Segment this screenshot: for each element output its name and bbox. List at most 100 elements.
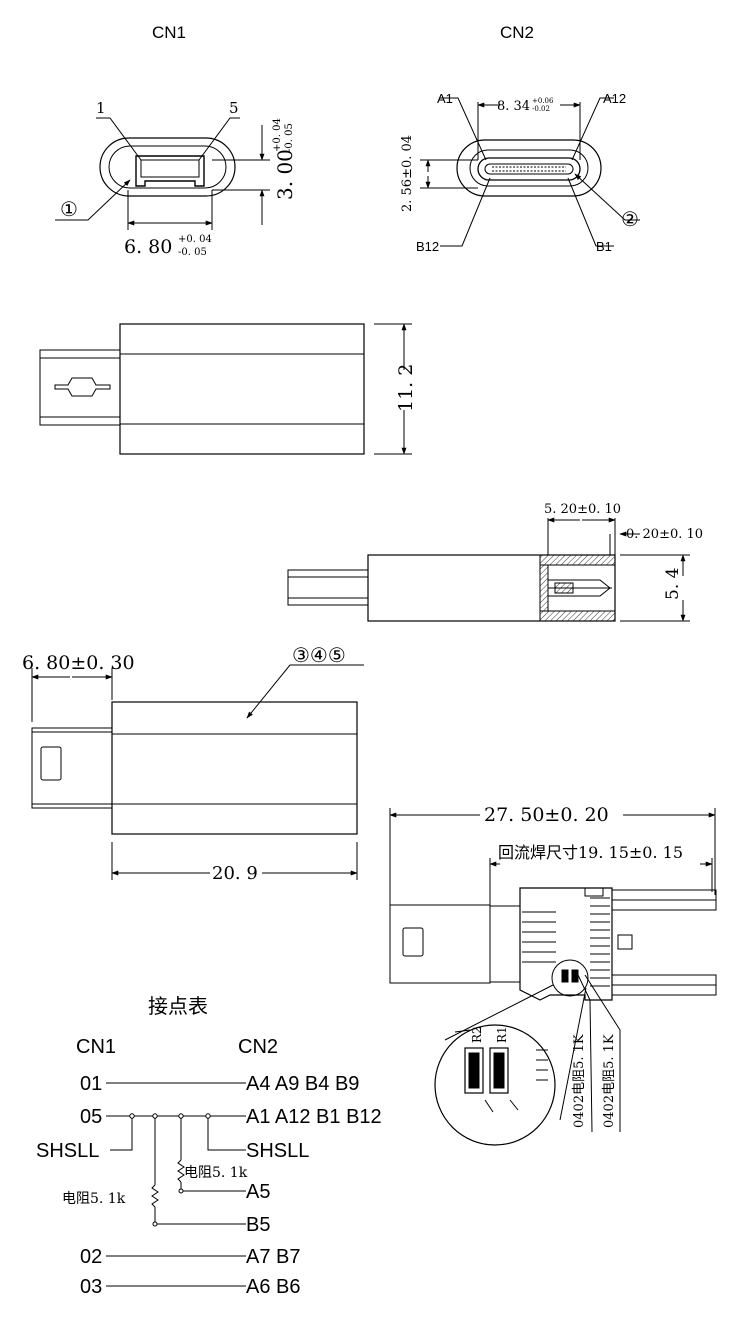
cn2-a1-leader bbox=[440, 97, 487, 161]
cn2-view-title: CN2 bbox=[500, 23, 534, 42]
pcb-r2-body bbox=[468, 1052, 480, 1089]
node-shell-right bbox=[205, 1113, 211, 1119]
pcb-reflow-size-value: 回流焊尺寸19. 15±0. 15 bbox=[498, 843, 683, 862]
cn2-callout-2: ② bbox=[621, 207, 639, 231]
pcb-res-leader-2 bbox=[584, 974, 621, 1132]
pcb-r1-body bbox=[493, 1052, 505, 1089]
cn1-tongue bbox=[140, 159, 200, 178]
row-02-left: 02 bbox=[80, 1246, 102, 1268]
top-callout-leader bbox=[246, 664, 364, 719]
node-b5 bbox=[152, 1113, 158, 1119]
cn1-view-title: CN1 bbox=[152, 23, 186, 42]
cn2-b12-label: B12 bbox=[416, 239, 439, 254]
a5-pin-label: A5 bbox=[246, 1181, 270, 1203]
cn1-outer-shell bbox=[99, 137, 236, 197]
cn1-pin5-leader bbox=[198, 117, 240, 161]
pcb-detail-link-right bbox=[559, 987, 587, 1121]
cn2-b12-leader bbox=[440, 177, 491, 247]
side-height-value: 11. 2 bbox=[395, 364, 417, 412]
cn1-pin5-label: 5 bbox=[229, 99, 239, 117]
cn2-a12-leader bbox=[571, 97, 614, 161]
cn1-callout-1: ① bbox=[60, 197, 78, 221]
pcb-view: 27. 50±0. 20 回流焊尺寸19. 15±0. 15 bbox=[389, 804, 717, 1146]
cn1-height-tol-minus: -0. 05 bbox=[284, 123, 295, 152]
pcb-resistor-r1-small bbox=[571, 969, 579, 983]
section-offset-value: 0. 20±0. 10 bbox=[626, 527, 703, 542]
row-02-right: A7 B7 bbox=[246, 1246, 300, 1268]
section-view: 5. 20±0. 10 0. 20±0. 10 5. 4 bbox=[287, 502, 703, 622]
pcb-total-length-value: 27. 50±0. 20 bbox=[484, 804, 609, 826]
shell-right-wire bbox=[207, 1118, 246, 1151]
pcb-r2-pad bbox=[464, 1047, 484, 1094]
row-01-right: A4 A9 B4 B9 bbox=[246, 1073, 359, 1095]
top-body bbox=[111, 701, 358, 835]
cn2-width-tol-minus: -0.02 bbox=[532, 105, 550, 113]
pcb-res-leader-1 bbox=[577, 974, 593, 1133]
shell-left-wire bbox=[110, 1118, 133, 1151]
cn2-width-value: 8. 34 bbox=[497, 99, 530, 114]
pcb-latch-window bbox=[402, 927, 424, 957]
top-latch-window bbox=[40, 746, 62, 781]
shell-left-label: SHSLL bbox=[36, 1140, 99, 1162]
a5-node bbox=[178, 1188, 184, 1194]
side-latch-notch bbox=[54, 377, 111, 397]
pcb-board bbox=[519, 887, 613, 1001]
section-plug bbox=[287, 569, 369, 606]
pcb-plug-base bbox=[489, 905, 521, 983]
cn2-b1-label: B1 bbox=[596, 239, 612, 254]
a5-resistor bbox=[177, 1159, 185, 1183]
pcb-plug bbox=[389, 904, 491, 984]
pcb-r1-pad bbox=[489, 1047, 509, 1094]
cn2-b1-leader bbox=[567, 177, 614, 247]
top-plug bbox=[31, 727, 113, 809]
cn2-tongue bbox=[484, 163, 574, 175]
pcb-res-label-2: 0402电阻5. 1K bbox=[602, 1034, 617, 1128]
side-view: 11. 2 bbox=[39, 323, 417, 455]
section-body bbox=[367, 554, 616, 622]
top-view: 6. 80±0. 30 ③④⑤ 20. 9 bbox=[22, 643, 364, 884]
cn1-width-value: 6. 80 bbox=[124, 236, 172, 258]
b5-node bbox=[152, 1221, 158, 1227]
section-tongue bbox=[547, 579, 611, 597]
cn1-width-tol-minus: -0. 05 bbox=[178, 247, 207, 258]
top-body-length-value: 20. 9 bbox=[212, 863, 258, 884]
shell-right-label: SHSLL bbox=[246, 1140, 309, 1162]
cn2-width-tol-plus: +0.06 bbox=[532, 97, 554, 105]
contact-table: 接点表 CN1 CN2 01 A4 A9 B4 B9 05 A1 A12 B1 … bbox=[36, 994, 382, 1298]
pcb-detail-magnified bbox=[434, 1024, 556, 1146]
node-a5 bbox=[178, 1113, 184, 1119]
cn2-callout-leader bbox=[574, 173, 640, 221]
contact-table-col-cn1: CN1 bbox=[76, 1036, 116, 1058]
cn2-outer-shell bbox=[456, 139, 602, 197]
cn1-inner-shell bbox=[108, 145, 227, 189]
cn2-height-value: 2. 56±0. 04 bbox=[400, 135, 415, 212]
section-hatch-top bbox=[539, 554, 616, 566]
pcb-side-pad bbox=[617, 934, 633, 950]
top-plug-length-value: 6. 80±0. 30 bbox=[22, 652, 135, 674]
pcb-r1-label: R1 bbox=[495, 1026, 509, 1043]
side-body bbox=[119, 323, 365, 455]
section-hatch-left bbox=[539, 564, 549, 612]
cn1-width-tol-plus: +0. 04 bbox=[178, 234, 212, 245]
section-hatch-bottom bbox=[539, 610, 616, 622]
b5-resistor-label: 电阻5. 1k bbox=[62, 1191, 126, 1207]
cn2-a1-label: A1 bbox=[437, 91, 453, 106]
pcb-resistor-r2-small bbox=[561, 969, 569, 983]
cn2-mid-shell bbox=[469, 149, 589, 187]
pcb-tab bbox=[584, 887, 604, 897]
pcb-resistor-detail-circle bbox=[551, 959, 589, 997]
row-05-left: 05 bbox=[80, 1106, 102, 1128]
cn1-height-value: 3. 00 bbox=[273, 149, 297, 200]
cn1-height-tol-plus: +0. 04 bbox=[272, 118, 283, 152]
cn1-pin1-label: 1 bbox=[96, 99, 106, 117]
pcb-r2-label: R2 bbox=[470, 1026, 484, 1043]
row-01-left: 01 bbox=[80, 1073, 102, 1095]
side-plug-outer bbox=[39, 349, 121, 426]
cn2-receptacle bbox=[477, 157, 581, 181]
a5-resistor-label: 电阻5. 1k bbox=[184, 1165, 248, 1181]
section-height-value: 5. 4 bbox=[663, 568, 683, 600]
cn1-receptacle bbox=[135, 155, 205, 187]
cn1-callout-leader bbox=[55, 179, 131, 221]
